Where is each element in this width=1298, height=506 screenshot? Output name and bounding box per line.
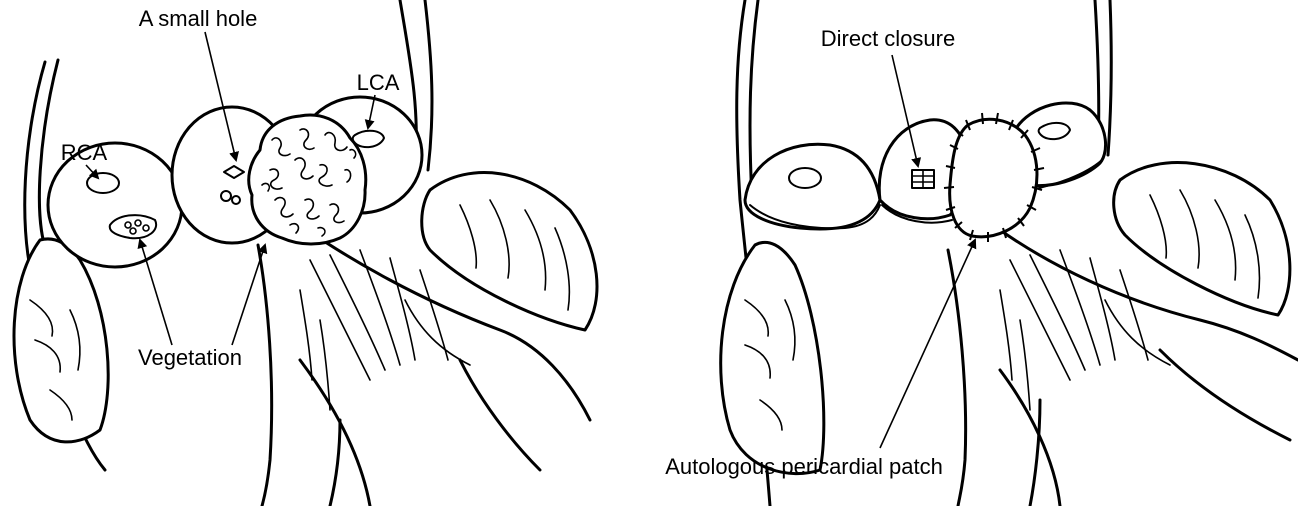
left-chamber-left [14,239,108,442]
label-lca: LCA [357,70,400,95]
leader-vegetation-2 [232,245,265,345]
left-lvot-wall-left [258,245,272,506]
label-direct-closure: Direct closure [821,26,955,51]
label-autologous-pericardial-patch: Autologous pericardial patch [665,454,943,479]
label-rca: RCA [61,140,108,165]
label-small-hole: A small hole [139,6,258,31]
right-chordae [1000,250,1170,410]
right-panel-postoperative: Direct closure Autologous pericardial pa… [665,0,1298,506]
right-aortic-wall-right-inner [1108,0,1111,155]
vegetation-mass [249,115,366,244]
left-chordae [300,250,470,410]
label-vegetation: Vegetation [138,345,242,370]
left-aortic-wall-right-inner [425,0,432,170]
right-rca-cusp [745,144,880,229]
right-chamber-right [1114,163,1290,315]
left-chamber-right [422,173,597,330]
right-chamber-left [721,242,824,473]
left-panel-preoperative: A small hole LCA RCA Vegetation [14,0,597,506]
